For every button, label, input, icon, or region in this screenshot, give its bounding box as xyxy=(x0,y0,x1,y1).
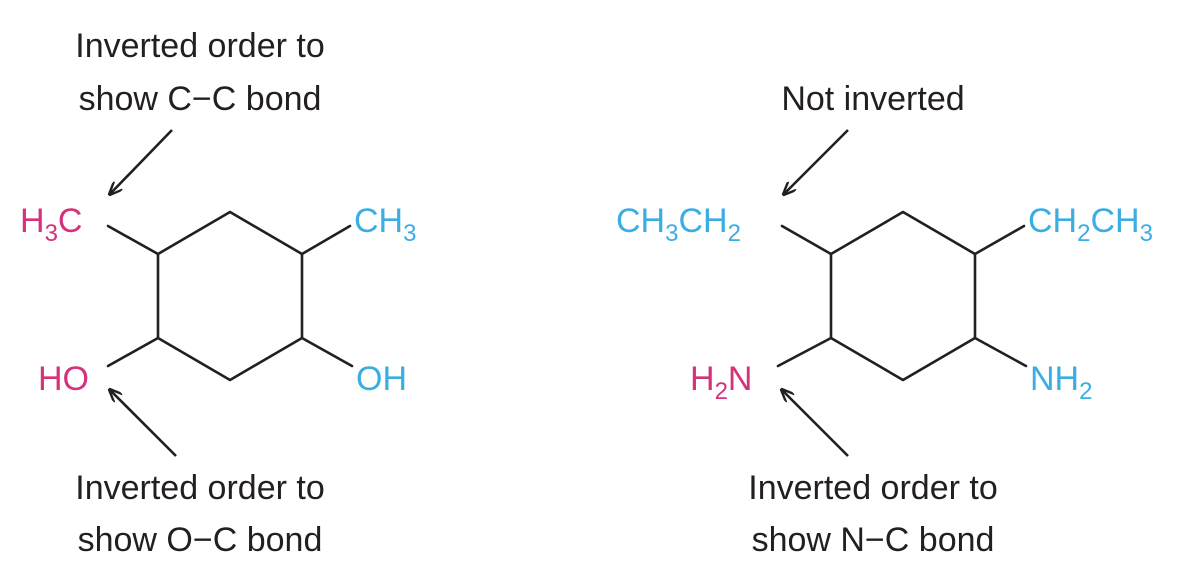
right-ch2ch3-main: CH xyxy=(1028,202,1077,240)
right-group-ch3ch2: CH3CH2 xyxy=(616,202,741,247)
left-group-oh: OH xyxy=(356,360,407,398)
left-bottom-caption-line1: Inverted order to xyxy=(75,469,324,507)
right-ch3ch2-sub2: 2 xyxy=(728,220,741,247)
left-ch3-sub: 3 xyxy=(403,220,416,247)
right-bond-top-right xyxy=(973,224,1026,256)
right-cyclohexane-ring xyxy=(829,210,977,382)
right-molecule: Not inverted CH3CH2 CH2CH3 H2N NH2 Inver… xyxy=(616,80,1153,559)
left-bottom-caption-line2: show O−C bond xyxy=(78,521,323,559)
left-top-arrow xyxy=(110,129,173,194)
left-bond-top-left xyxy=(106,224,160,256)
right-h2n-sub: 2 xyxy=(715,378,728,405)
right-ch2ch3-sub2: 3 xyxy=(1140,220,1153,247)
left-ch3-main: CH xyxy=(354,202,403,240)
left-top-caption-line2: show C−C bond xyxy=(79,80,322,118)
left-group-h3c: H3C xyxy=(20,202,82,247)
right-group-ch2ch3: CH2CH3 xyxy=(1028,202,1153,247)
left-h3c-main: H xyxy=(20,202,45,240)
right-bottom-arrow xyxy=(782,390,849,457)
left-top-caption-line1: Inverted order to xyxy=(75,27,324,65)
right-ch3ch2-mid: CH xyxy=(678,202,727,240)
left-h3c-tail: C xyxy=(58,202,83,240)
right-bond-top-left xyxy=(780,224,833,256)
left-molecule: Inverted order to show C−C bond H3C CH3 … xyxy=(20,27,416,559)
right-group-h2n: H2N xyxy=(690,360,752,405)
right-ch2ch3-mid: CH xyxy=(1090,202,1139,240)
left-group-ho: HO xyxy=(38,360,89,398)
right-ch3ch2-main: CH xyxy=(616,202,665,240)
right-top-caption: Not inverted xyxy=(781,80,964,118)
right-bond-bottom-left xyxy=(776,336,833,368)
right-ch3ch2-sub: 3 xyxy=(665,220,678,247)
left-bond-bottom-right xyxy=(300,336,354,368)
left-bottom-arrow xyxy=(110,390,177,457)
right-h2n-tail: N xyxy=(728,360,753,398)
left-group-ch3: CH3 xyxy=(354,202,416,247)
right-bottom-caption-line2: show N−C bond xyxy=(752,521,995,559)
left-cyclohexane-ring xyxy=(156,210,304,382)
right-nh2-sub: 2 xyxy=(1079,378,1092,405)
right-bond-bottom-right xyxy=(973,336,1028,368)
right-group-nh2: NH2 xyxy=(1030,360,1092,405)
left-bond-bottom-left xyxy=(106,336,160,368)
right-bottom-caption-line1: Inverted order to xyxy=(748,469,997,507)
left-h3c-sub: 3 xyxy=(45,220,58,247)
right-ch2ch3-sub: 2 xyxy=(1077,220,1090,247)
right-top-arrow xyxy=(784,129,849,194)
left-bond-top-right xyxy=(300,224,352,256)
right-nh2-main: NH xyxy=(1030,360,1079,398)
right-h2n-main: H xyxy=(690,360,715,398)
